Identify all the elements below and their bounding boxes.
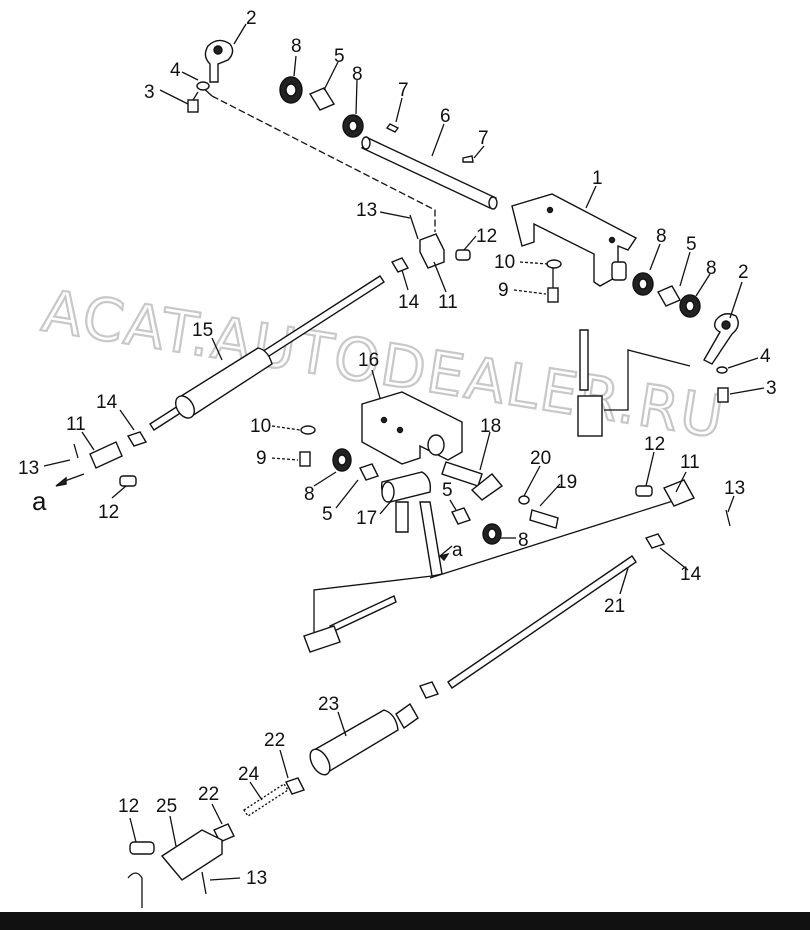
callout-12-left: 12 <box>98 502 119 523</box>
callout-22-upper: 22 <box>264 730 285 751</box>
callout-8-top-b: 8 <box>352 64 363 85</box>
callout-5-lower: 5 <box>442 480 453 501</box>
callout-11-left: 11 <box>66 414 86 435</box>
callout-11-right: 11 <box>680 452 700 473</box>
callout-5-top: 5 <box>334 46 345 67</box>
bottom-border <box>0 912 810 930</box>
callout-2-top: 2 <box>246 8 257 29</box>
callout-12-bottom: 12 <box>118 796 139 817</box>
callout-17: 17 <box>356 508 377 529</box>
callout-14-right: 14 <box>680 564 702 585</box>
callout-22-lower: 22 <box>198 784 219 805</box>
callout-4-right: 4 <box>760 346 771 367</box>
callout-16: 16 <box>358 350 379 371</box>
callout-6: 6 <box>440 106 451 127</box>
callout-18: 18 <box>480 416 501 437</box>
callout-14-top: 14 <box>398 292 420 313</box>
callout-13-bottom: 13 <box>246 868 267 889</box>
callout-21: 21 <box>604 596 625 617</box>
view-marker-a-middle: a <box>452 540 463 561</box>
callout-12-top: 12 <box>476 226 497 247</box>
callout-1: 1 <box>592 168 603 189</box>
leader-lines <box>43 23 765 881</box>
callout-8-right-a: 8 <box>656 226 667 247</box>
callout-labels: 2 4 3 8 5 8 7 6 7 1 13 12 10 9 14 11 8 5… <box>18 8 777 889</box>
callout-9-middle: 9 <box>256 448 267 469</box>
callout-25: 25 <box>156 796 177 817</box>
callout-11-top: 11 <box>438 292 458 313</box>
callout-8-right-b: 8 <box>706 258 717 279</box>
callout-14-left: 14 <box>96 392 118 413</box>
callout-4-top: 4 <box>170 60 181 81</box>
callout-8-middle: 8 <box>304 484 315 505</box>
callout-13-top: 13 <box>356 200 377 221</box>
callout-9-top: 9 <box>498 280 509 301</box>
callout-13-right: 13 <box>724 478 745 499</box>
callout-12-right: 12 <box>644 434 665 455</box>
rod-15-assembly <box>55 275 385 487</box>
bottom-assembly <box>127 681 439 908</box>
callout-24: 24 <box>238 764 260 785</box>
callout-10-middle: 10 <box>250 416 271 437</box>
callout-5-right: 5 <box>686 234 697 255</box>
upper-assembly <box>187 39 739 437</box>
callout-23: 23 <box>318 694 339 715</box>
callout-8-lower: 8 <box>518 530 529 551</box>
callout-3-right: 3 <box>766 378 777 399</box>
callout-15: 15 <box>192 320 213 341</box>
callout-2-right: 2 <box>738 262 749 283</box>
callout-19: 19 <box>556 472 577 493</box>
callout-7-top-a: 7 <box>398 80 409 101</box>
callout-10-top: 10 <box>494 252 515 273</box>
callout-7-top-b: 7 <box>478 128 489 149</box>
middle-assembly <box>299 391 559 653</box>
callout-20: 20 <box>530 448 551 469</box>
callout-13-left: 13 <box>18 458 39 479</box>
view-marker-a-left: a <box>32 486 47 516</box>
callout-8-top-a: 8 <box>291 36 302 57</box>
callout-3-top: 3 <box>144 82 155 103</box>
callout-5-middle: 5 <box>322 504 333 525</box>
rod-21-assembly <box>429 479 731 689</box>
